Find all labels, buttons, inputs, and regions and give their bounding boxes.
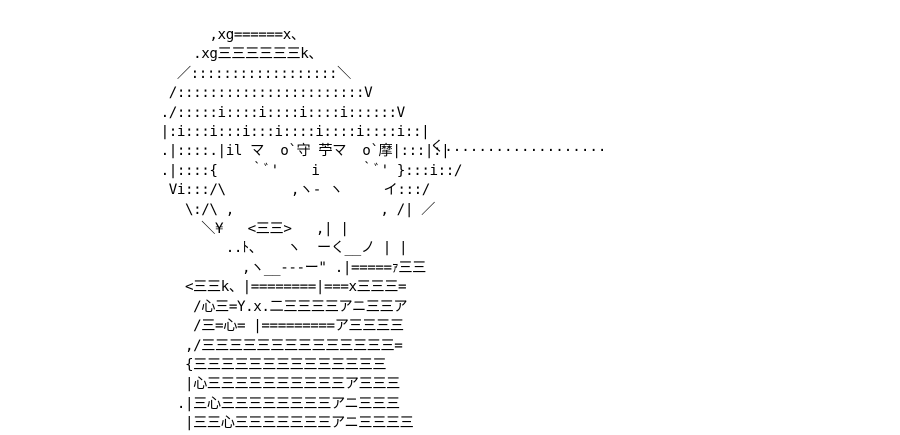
art-line: \:/\ , , /| ／ [128, 201, 435, 218]
art-line: .xg三三三三三三k、 [128, 46, 323, 63]
art-line: ,/三三三三三三三三三三三三三三= [128, 337, 403, 354]
art-line: ..ﾄ、 ヽ ーく__ノ | | [128, 240, 408, 257]
art-line: ./:::::i::::i::::i::::i::::::V [128, 104, 406, 121]
art-line: .|::::.|il マ o`守 苧マ o`摩|:::|:| [128, 143, 450, 160]
art-line: .|::::{ ｀ﾞ' i ｀ﾞ' }:::i::/ [128, 162, 463, 179]
art-line: |心三三三三三三三三三三ア三三三 [128, 376, 400, 393]
art-line: {三三三三三三三三三三三三三三 [128, 356, 387, 373]
art-line: |:i:::i:::i:::i::::i::::i::::i::| [128, 124, 430, 141]
arrow-pointer: く................... [430, 139, 607, 155]
art-line: ,ヽ__---ー" .|=====ｧ三三 [128, 259, 426, 276]
art-line: /三=心= |=========ア三三三三 [128, 318, 404, 335]
art-line: /心三=Y.x.二三三三三アニ三三ア [128, 298, 408, 315]
ascii-art-figure: ,xg======x、 .xg三三三三三三k、 ／:::::::::::::::… [128, 26, 463, 434]
art-line: <三三k、|========|===x三三三= [128, 279, 407, 296]
art-line: /:::::::::::::::::::::::V [128, 85, 373, 102]
art-line: ＼¥ <三三> ,| | [128, 221, 349, 238]
art-line: Vi:::/\ ,ヽ- ヽ イ:::/ [128, 182, 431, 199]
art-line: .|三心三三三三三三三三アニ三三三 [128, 395, 400, 412]
art-line: |三三心三三三三三三三アニ三三三三 [128, 415, 414, 432]
art-line: ／::::::::::::::::::＼ [128, 65, 352, 82]
art-line: ,xg======x、 [128, 27, 305, 43]
